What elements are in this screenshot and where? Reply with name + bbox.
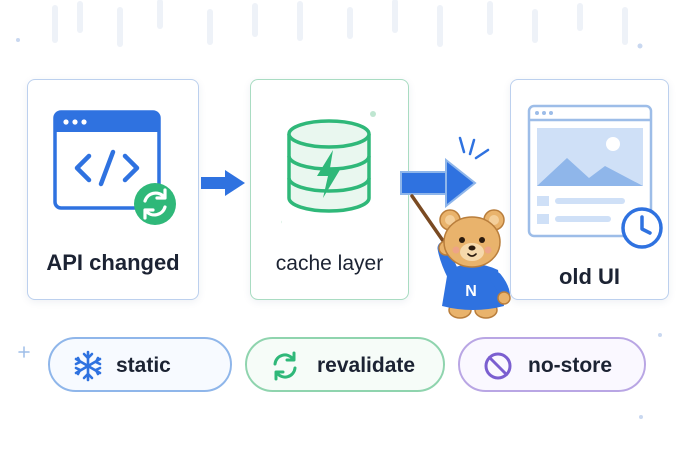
background-streaks bbox=[16, 0, 643, 49]
refresh-icon bbox=[273, 351, 297, 381]
flow-arrow-large-icon bbox=[400, 158, 477, 208]
clock-icon bbox=[621, 207, 663, 249]
cache-layer-label: cache layer bbox=[275, 252, 384, 275]
image-icon bbox=[537, 128, 643, 186]
code-brackets-icon bbox=[74, 149, 140, 187]
hoodie-letter: N bbox=[465, 283, 477, 300]
no-store-option-label: no-store bbox=[528, 354, 612, 377]
dot-icon bbox=[639, 415, 643, 419]
dot-icon bbox=[658, 333, 662, 337]
browser-window-icon bbox=[53, 110, 161, 210]
no-store-option-pill[interactable]: no-store bbox=[458, 337, 646, 392]
revalidate-option-label: revalidate bbox=[317, 354, 416, 377]
old-ui-label: old UI bbox=[558, 264, 621, 289]
prohibited-icon bbox=[484, 352, 512, 380]
api-changed-label: API changed bbox=[46, 250, 180, 275]
cache-layer-card: cache layer bbox=[250, 79, 409, 300]
static-option-label: static bbox=[116, 354, 171, 377]
old-ui-card: old UI bbox=[510, 79, 669, 300]
sparkle-icon bbox=[18, 346, 30, 358]
database-icon bbox=[281, 111, 376, 224]
flow-arrow-icon bbox=[201, 170, 245, 196]
snowflake-icon bbox=[74, 350, 102, 382]
revalidate-option-pill[interactable]: revalidate bbox=[245, 337, 445, 392]
static-option-pill[interactable]: static bbox=[48, 337, 232, 392]
pointer-stick bbox=[410, 194, 450, 250]
emphasis-lines-icon bbox=[458, 136, 490, 160]
webpage-icon bbox=[527, 104, 653, 238]
bear-mascot: N bbox=[410, 194, 511, 319]
lightning-bolt-icon bbox=[317, 150, 341, 198]
api-changed-card: API changed bbox=[27, 79, 199, 300]
refresh-icon bbox=[134, 183, 176, 225]
